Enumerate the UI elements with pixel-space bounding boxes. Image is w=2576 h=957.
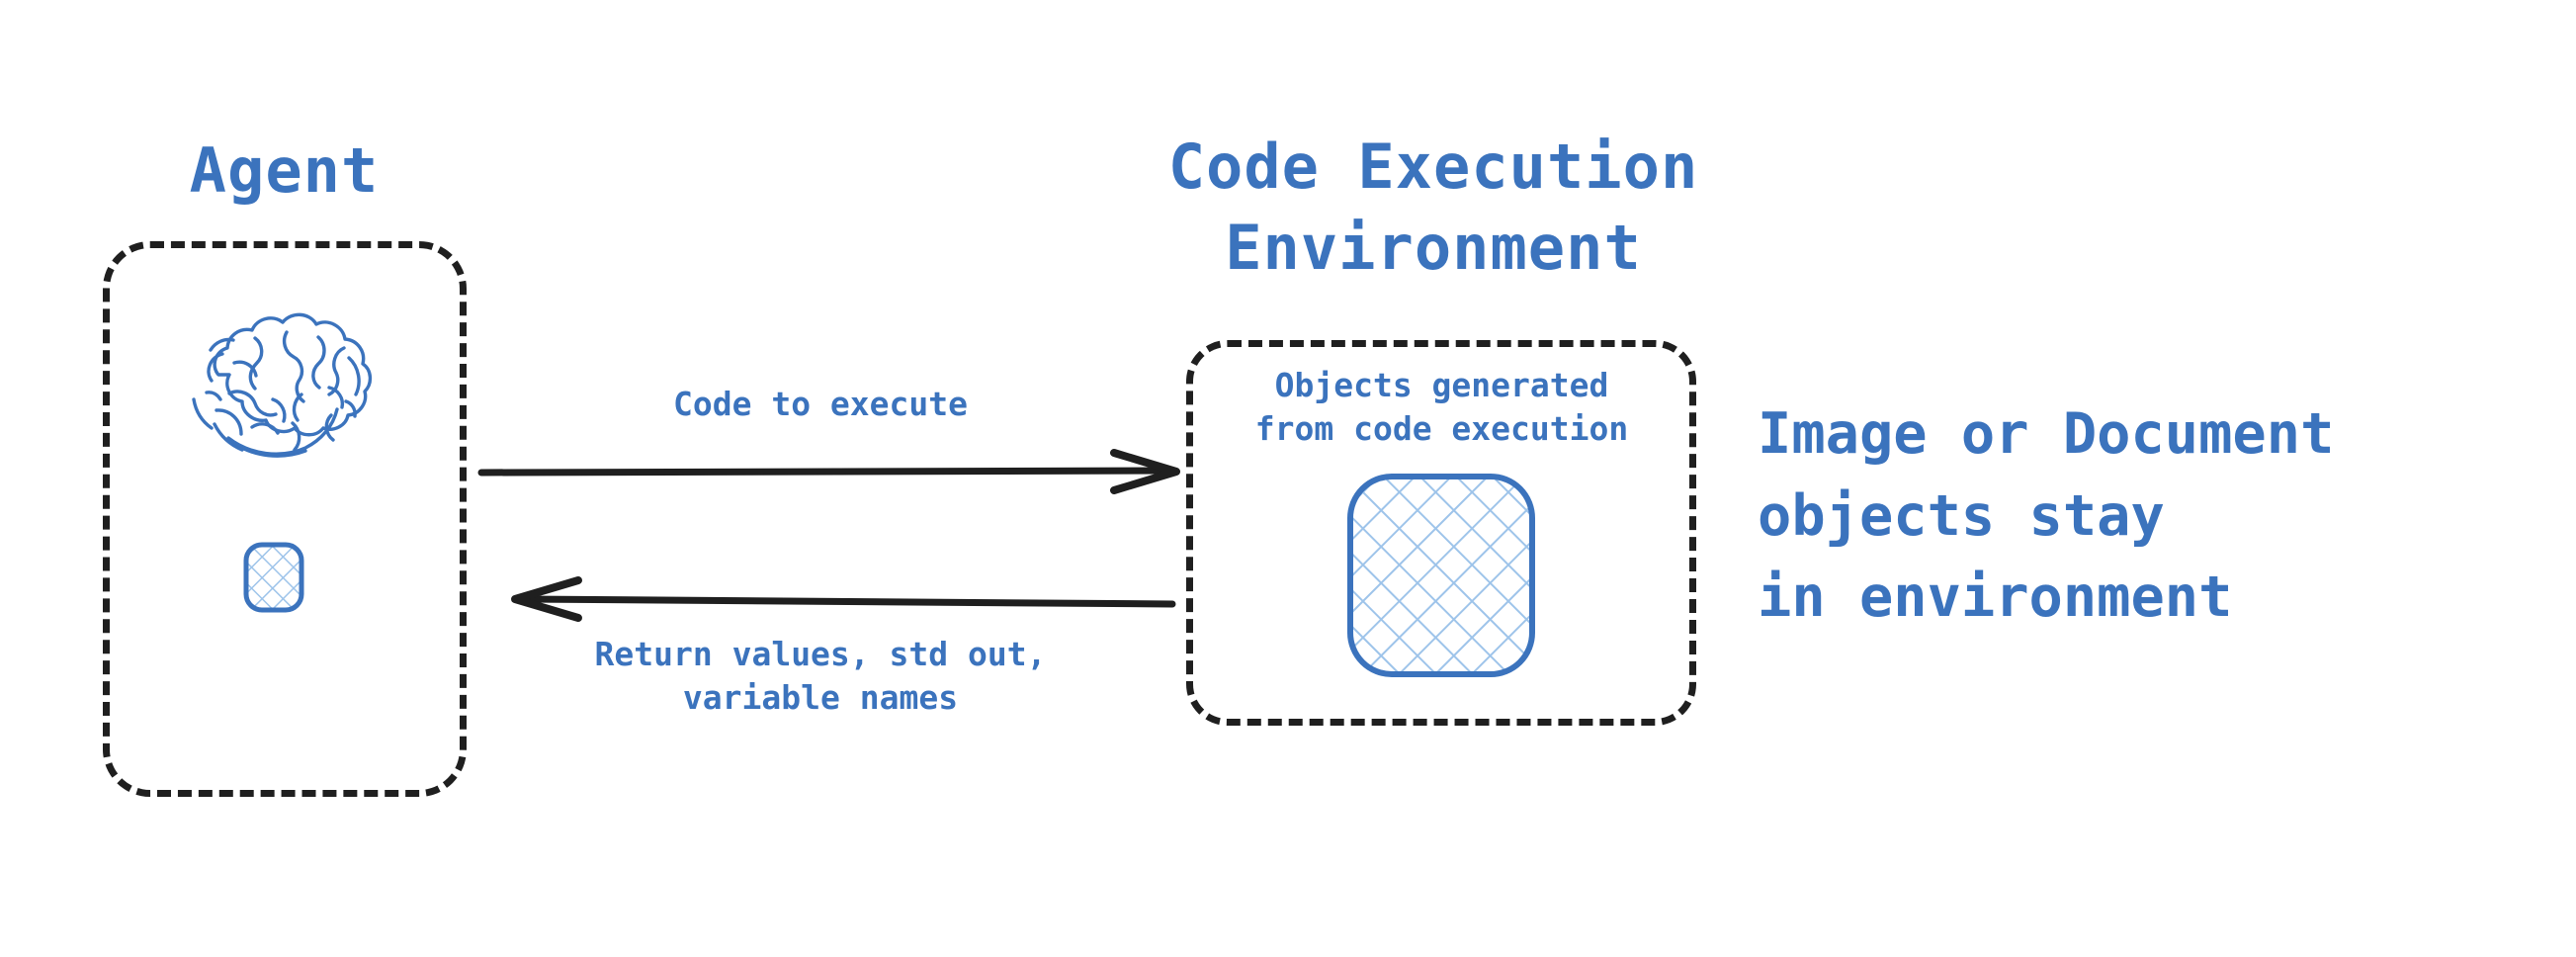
environment-persistence-caption: Image or Document objects stay in enviro… [1758, 401, 2335, 631]
agent-title: Agent [189, 134, 380, 207]
return-values-label: Return values, std out, variable names [594, 635, 1047, 717]
code-to-execute-label: Code to execute [672, 385, 968, 423]
objects-generated-label: Objects generated from code execution [1254, 366, 1629, 448]
environment-title: Code Execution Environment [1167, 130, 1699, 284]
agent-container [103, 241, 467, 797]
forward-arrow [477, 449, 1180, 494]
return-arrow [511, 576, 1176, 622]
environment-container [1186, 340, 1696, 726]
